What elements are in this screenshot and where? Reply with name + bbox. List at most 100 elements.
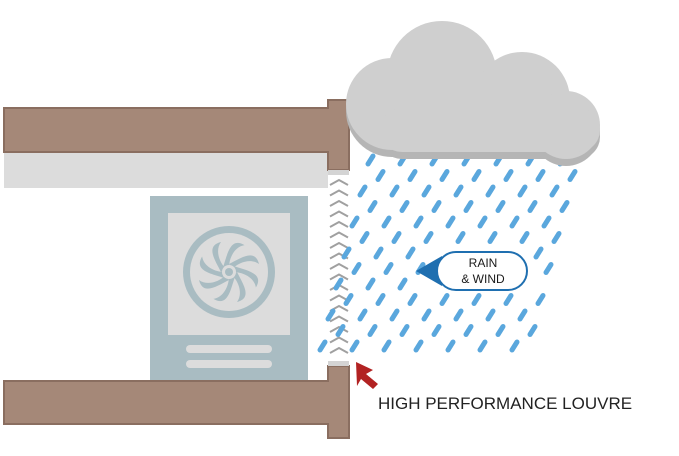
fan-blade [232, 272, 246, 302]
rain-drop [527, 324, 538, 337]
rain-drop [439, 169, 450, 182]
rain [317, 153, 578, 353]
fan-blade [199, 275, 229, 289]
rain-drop [503, 293, 514, 306]
rain-drop [503, 169, 514, 182]
rain-drop [535, 169, 546, 182]
rain-drop [421, 184, 432, 198]
rain-drop [421, 308, 432, 322]
rain-drop [551, 231, 562, 244]
rain-drop [471, 169, 482, 182]
rain-drop [381, 215, 392, 229]
rain-drop [399, 324, 410, 337]
rain-drop [365, 277, 376, 291]
rain-drop [477, 339, 488, 353]
rain-drop [383, 262, 394, 275]
louvre-blade [329, 346, 349, 354]
louvre-frame-top [328, 170, 349, 175]
rain-drop [541, 215, 552, 229]
rain-drop [495, 324, 506, 337]
louvre-blade [329, 178, 349, 186]
rain-drop [509, 215, 520, 229]
rain-drop [567, 169, 578, 182]
rain-drop [439, 293, 450, 306]
rain-drop [349, 215, 360, 229]
rain-wind-callout: RAIN & WIND [416, 251, 528, 291]
arrow-left-icon [416, 256, 442, 286]
rain-drop [399, 200, 410, 213]
louvre-blade [329, 294, 349, 302]
rain-drop [389, 184, 400, 198]
rain-drop [405, 246, 416, 260]
rain-drop [365, 153, 376, 167]
rain-drop [453, 184, 464, 198]
rain-drop [375, 293, 386, 306]
rain-drop [375, 169, 386, 182]
rain-drop [317, 339, 328, 353]
rain-drop [333, 277, 344, 291]
rain-drop [477, 215, 488, 229]
fan-blade [223, 243, 245, 268]
rain-drop [351, 262, 362, 275]
ceiling-strip [4, 152, 328, 188]
rain-drop [495, 200, 506, 213]
rain-drop [341, 246, 352, 260]
rain-drop [407, 293, 418, 306]
rain-drop [357, 308, 368, 322]
rain-drop [559, 200, 570, 213]
callout-bubble [436, 251, 528, 291]
rain-drop [431, 200, 442, 213]
rain-drop [407, 169, 418, 182]
rain-drop [533, 246, 544, 260]
rain-drop [359, 231, 370, 244]
louvre [328, 170, 349, 366]
callout-line-2: & WIND [461, 272, 505, 286]
louvre-blade [329, 189, 349, 197]
rain-drop [549, 184, 560, 198]
rain-drop [509, 339, 520, 353]
rain-drop [527, 200, 538, 213]
rain-drop [485, 308, 496, 322]
lower-slab [3, 365, 350, 439]
rain-drop [535, 293, 546, 306]
louvre-blade [329, 231, 349, 239]
rain-drop [413, 339, 424, 353]
louvre-blade [329, 199, 349, 207]
louvre-blade [329, 336, 349, 344]
ac-vent-slot [186, 345, 272, 353]
arrow-pointer-icon [356, 362, 378, 389]
rain-drop [397, 277, 408, 291]
rain-drop [413, 215, 424, 229]
rain-drop [431, 324, 442, 337]
rain-drop [487, 231, 498, 244]
rain-drop [445, 215, 456, 229]
louvre-blade [329, 220, 349, 228]
rain-drop [517, 184, 528, 198]
rain-drop [381, 339, 392, 353]
fan-blade [229, 255, 259, 269]
rain-drop [463, 200, 474, 213]
rain-drop [445, 339, 456, 353]
fan-blade [233, 266, 258, 288]
rain-drop [423, 231, 434, 244]
louvre-blade [329, 241, 349, 249]
louvre-caption: HIGH PERFORMANCE LOUVRE [378, 394, 632, 413]
rain-drop [543, 262, 554, 275]
rain-drop [367, 200, 378, 213]
rain-drop [335, 324, 346, 337]
rain-drop [391, 231, 402, 244]
rain-drop [373, 246, 384, 260]
rain-drop [485, 184, 496, 198]
rain-drop [367, 324, 378, 337]
louvre-blade [329, 315, 349, 323]
ac-unit [150, 196, 308, 380]
rain-drop [349, 339, 360, 353]
fan-blade [200, 256, 225, 278]
louvre-blade [329, 210, 349, 218]
rain-drop [471, 293, 482, 306]
cloud-icon [346, 21, 600, 166]
louvre-blade [329, 273, 349, 281]
ac-vent-slot [186, 360, 272, 368]
rain-drop [389, 308, 400, 322]
rain-drop [463, 324, 474, 337]
